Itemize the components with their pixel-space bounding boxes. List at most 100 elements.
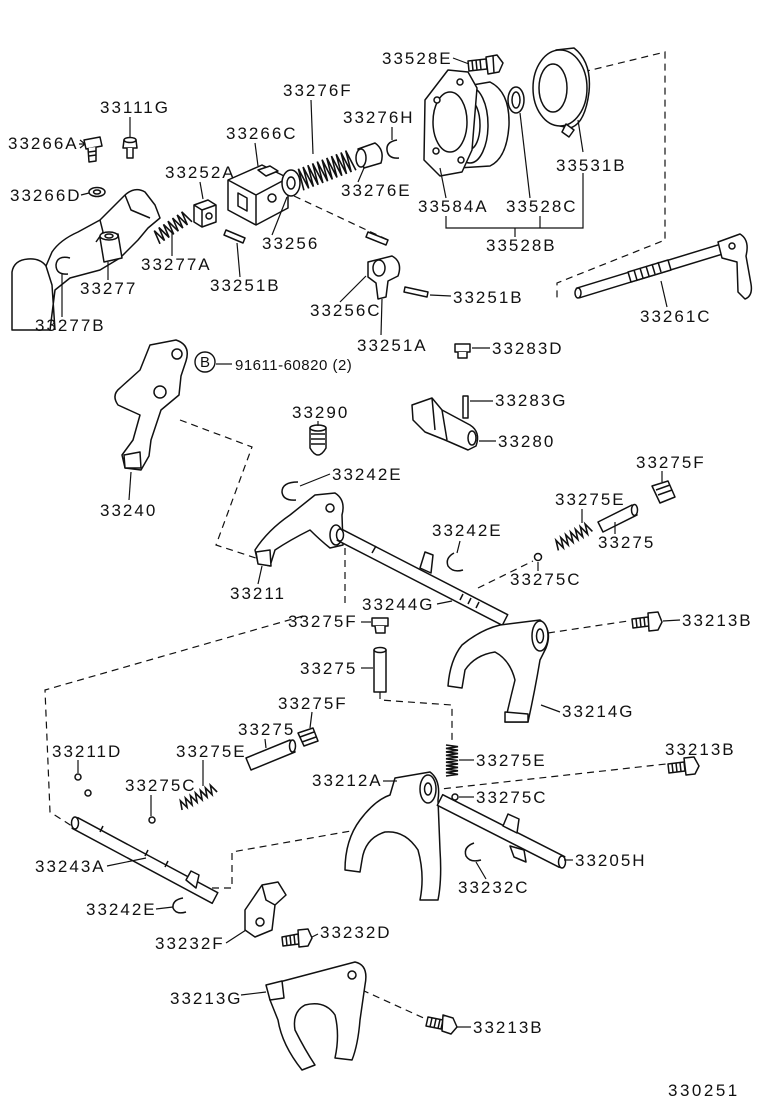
part-label: 33212A — [312, 771, 383, 790]
shift-fork-33212a — [344, 771, 442, 901]
part-labels: 33528E 33111G 33276F 33276H 33266A 33266… — [8, 49, 751, 1037]
gasket-33584a — [423, 69, 478, 177]
part-label: 33256 — [262, 234, 319, 253]
shift-fork-33214g — [447, 619, 550, 723]
plug-33290 — [309, 424, 327, 456]
part-label: 33275C — [125, 776, 197, 795]
bolt-33111g — [122, 136, 138, 159]
part-label: 33240 — [100, 501, 157, 520]
washer-33266d — [88, 186, 106, 198]
part-label: 33211 — [230, 584, 286, 603]
bolt-33528e — [467, 54, 504, 75]
part-label: 33256C — [310, 301, 382, 320]
part-label: 33266D — [10, 186, 82, 205]
part-label: 33276F — [283, 81, 353, 100]
pin-33275-middle — [373, 646, 387, 693]
shift-head-33266c — [227, 164, 289, 226]
part-label: 33232C — [458, 878, 530, 897]
spring-33276f — [297, 150, 357, 191]
plug-33275f-left — [297, 727, 319, 747]
part-label: 33232D — [320, 923, 392, 942]
spring-33275e-left — [179, 782, 218, 811]
part-label: 33213G — [170, 989, 243, 1008]
dashed-line-fork2-bolt — [431, 763, 667, 791]
part-label: 33252A — [165, 163, 236, 182]
part-label: 33244G — [362, 595, 435, 614]
ring-33276h — [386, 139, 400, 159]
reference-callout: B 91611-60820 (2) — [194, 351, 352, 374]
part-label: 33242E — [432, 521, 503, 540]
part-label: 33243A — [35, 857, 106, 876]
part-label: 33275E — [176, 742, 247, 761]
reference-badge: B — [200, 354, 210, 371]
part-label: 33251B — [210, 276, 281, 295]
pin-33275-top — [597, 503, 639, 533]
clip-33277b — [55, 256, 71, 275]
shift-shaft-33205h — [436, 793, 567, 869]
shift-lever-shaft-33261c — [574, 233, 753, 300]
plug-33275f-middle — [371, 617, 389, 634]
dashed-line-shaft-ball — [477, 560, 534, 589]
bushing-33277 — [99, 231, 123, 263]
pin-33251b — [223, 229, 246, 244]
shift-head-33232f — [244, 881, 287, 938]
part-label: 33275C — [510, 570, 582, 589]
seal-cover-33531b — [532, 47, 591, 138]
clip-33242e-bottom — [172, 897, 187, 914]
part-label: 33275 — [238, 720, 295, 739]
pin-33275-left — [245, 739, 297, 771]
part-label: 33275F — [278, 694, 348, 713]
lever-33256c — [367, 255, 401, 300]
leader-lines — [61, 57, 681, 1028]
spring-33275e-top — [554, 521, 593, 551]
shift-fork-33213g — [265, 961, 367, 1071]
bolt-33213b-bottom — [425, 1014, 458, 1035]
part-label: 33211D — [52, 742, 122, 761]
bolt-33232d — [281, 928, 313, 948]
dashed-line-pin-spring — [379, 692, 453, 742]
shift-head-33211 — [254, 492, 344, 567]
part-label: 33277A — [141, 255, 212, 274]
ball-33275c-left — [148, 816, 156, 824]
part-label: 33528C — [506, 197, 578, 216]
part-label: 33275F — [288, 612, 358, 631]
part-label: 33275 — [300, 659, 357, 678]
ring-33528c — [507, 86, 525, 114]
part-label: 33261C — [640, 307, 712, 326]
part-label: 33280 — [498, 432, 555, 451]
part-label: 33205H — [575, 851, 647, 870]
part-label: 33266A — [8, 134, 79, 153]
spring-33277a — [153, 211, 193, 245]
part-label: 33251A — [357, 336, 428, 355]
part-label: 33251B — [453, 288, 524, 307]
drawing-number: 330251 — [668, 1081, 740, 1100]
part-label: 33283D — [492, 339, 564, 358]
spring-33275e-middle — [445, 744, 459, 777]
part-label: 33275E — [555, 490, 626, 509]
bolt-33213b-top — [631, 611, 663, 632]
part-label: 33277 — [80, 279, 137, 298]
clip-33232c — [464, 842, 482, 862]
part-label: 33276H — [343, 108, 415, 127]
block-33252a — [193, 199, 217, 228]
part-label: 33290 — [292, 403, 349, 422]
part-label: 33275E — [476, 751, 547, 770]
reference-badge-circle — [194, 351, 216, 373]
part-label: 33528E — [382, 49, 453, 68]
pin-33251 — [365, 231, 389, 246]
ball-33275c-top — [533, 552, 543, 562]
part-label: 33214G — [562, 702, 635, 721]
balls-33211d — [74, 773, 92, 797]
pin-33251b-right — [403, 286, 429, 298]
part-label: 33232F — [155, 934, 225, 953]
collar-33256 — [281, 169, 301, 197]
dashed-assembly-lines — [44, 51, 667, 1021]
part-label: 33275C — [476, 788, 548, 807]
part-label: 33276E — [341, 181, 412, 200]
dashed-line-fork3-bolt — [361, 989, 429, 1021]
shift-shaft-33243a — [70, 816, 219, 905]
part-label: 33528B — [486, 236, 557, 255]
dashed-line-pin — [293, 195, 389, 241]
lever-33240 — [114, 339, 188, 471]
clip-33242e-middle — [446, 552, 464, 572]
